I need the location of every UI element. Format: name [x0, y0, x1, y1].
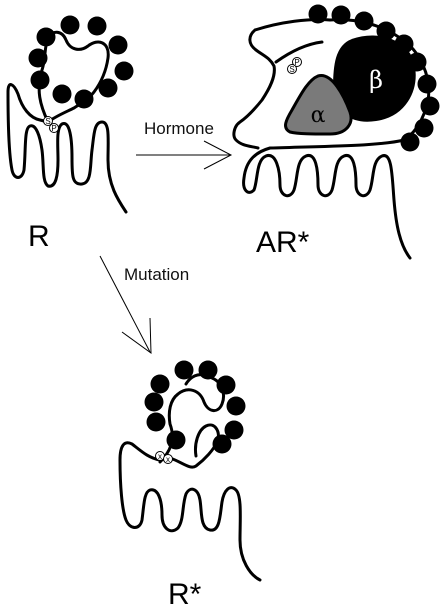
bead	[414, 118, 434, 138]
receptor-r-beads	[28, 15, 134, 109]
bead	[30, 70, 50, 90]
phospho-site-ar-star: P S	[287, 57, 302, 74]
bead	[212, 434, 232, 454]
bead	[144, 392, 164, 412]
bead	[226, 396, 246, 416]
receptor-ar-star: β α P S	[232, 4, 440, 260]
bead	[174, 360, 194, 380]
bead	[420, 96, 440, 116]
phospho-p-label: P	[294, 58, 299, 67]
phospho-s-label: S	[289, 65, 294, 74]
bead	[28, 48, 48, 68]
receptor-r-outline	[6, 30, 128, 214]
mutation-mark-2: x	[166, 455, 170, 464]
alpha-shape	[284, 74, 353, 136]
beta-label: β	[369, 66, 383, 94]
bead	[150, 374, 170, 394]
bead	[376, 21, 396, 41]
receptor-r: S P	[6, 15, 134, 214]
receptor-r-star: x x	[118, 360, 262, 582]
mutation-site-r-star: x x	[155, 451, 173, 464]
bead	[98, 78, 118, 98]
bead	[87, 16, 107, 36]
receptor-ar-star-beads	[308, 4, 440, 152]
label-mutation: Mutation	[124, 265, 189, 284]
phospho-p-label: P	[51, 124, 56, 133]
receptor-r-star-beads	[144, 360, 246, 454]
bead	[108, 35, 128, 55]
bead	[308, 4, 328, 24]
phospho-s-label: S	[45, 117, 50, 126]
hormone-arrow	[136, 140, 233, 170]
bead	[224, 420, 244, 440]
bead	[114, 61, 134, 81]
receptor-ar-star-inner-loop	[274, 40, 324, 64]
bead	[417, 74, 437, 94]
beta-shape	[332, 35, 416, 122]
g-beta-subunit: β	[332, 35, 416, 122]
bead	[354, 11, 374, 31]
mutation-arrow	[99, 255, 152, 355]
bead	[60, 15, 80, 35]
bead	[36, 27, 56, 47]
phospho-site-r: S P	[43, 116, 59, 133]
label-r: R	[28, 220, 50, 253]
label-ar-star: AR*	[256, 226, 310, 259]
bead	[400, 132, 420, 152]
bead	[146, 412, 166, 432]
label-hormone: Hormone	[144, 119, 214, 138]
bead	[166, 430, 186, 450]
g-alpha-subunit: α	[284, 74, 353, 136]
bead	[216, 375, 236, 395]
label-r-star: R*	[168, 578, 202, 611]
bead	[198, 360, 218, 380]
alpha-label: α	[311, 103, 326, 128]
bead	[74, 89, 94, 109]
bead	[52, 84, 72, 104]
mutation-mark-1: x	[158, 452, 162, 461]
bead	[331, 5, 351, 25]
